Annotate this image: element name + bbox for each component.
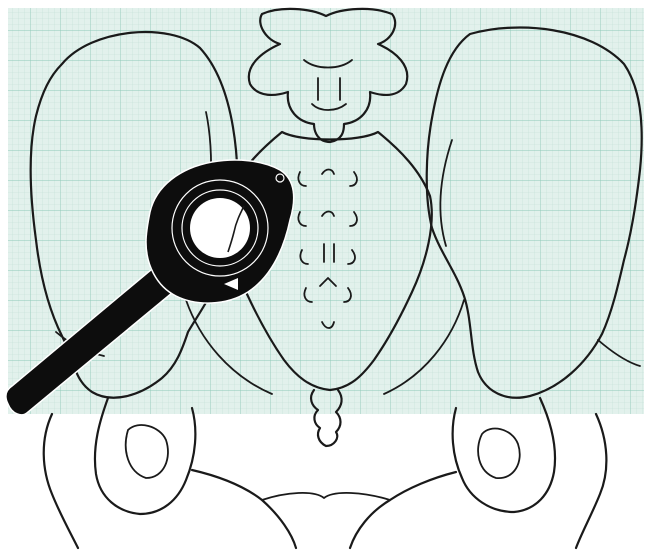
- grid-background: [8, 8, 644, 414]
- lower-pelvis: [44, 398, 607, 548]
